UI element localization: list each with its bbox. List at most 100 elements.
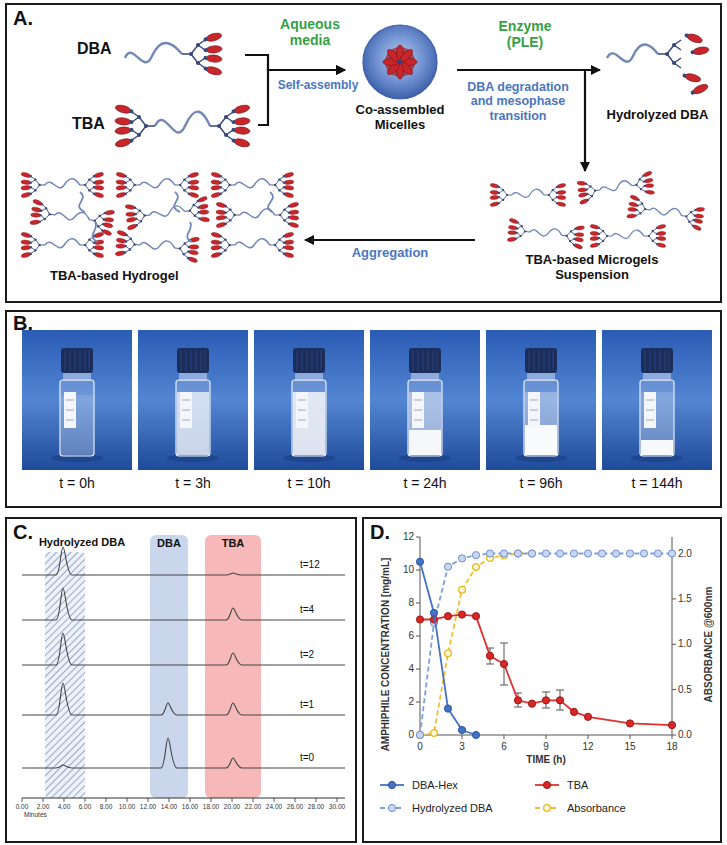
hydrolyzed-dba-molecule	[682, 72, 702, 84]
hydrogel-network	[21, 232, 104, 259]
tick-label: 15	[619, 741, 641, 753]
molecule-label: DBA	[77, 40, 122, 58]
edge-label: Enzyme (PLE)	[488, 18, 563, 50]
tick-label: 6	[493, 741, 515, 753]
kinetics-chart	[420, 615, 672, 726]
chromatogram	[22, 798, 345, 799]
tick-label: 0.00	[11, 803, 33, 811]
dba-molecule	[182, 32, 222, 77]
panel-frame: B.t = 0ht = 3ht = 10ht = 24ht = 96ht = 1…	[5, 310, 722, 508]
tick-label: 2	[392, 696, 414, 708]
vial-photos	[22, 330, 132, 502]
legend-samples	[543, 781, 550, 788]
microgels	[490, 183, 566, 207]
molecule-label: TBA	[72, 115, 117, 133]
step-label: DBA degradation and mesophase transition	[462, 80, 574, 123]
vial-photos	[486, 330, 596, 502]
arrow-connector	[305, 239, 475, 241]
time-label: t = 3h	[138, 475, 248, 491]
tick-label: 12.00	[137, 803, 159, 811]
micelle	[363, 25, 437, 99]
arrow-connector	[245, 55, 345, 70]
molecule-node: Hydrolyzed DBA	[600, 28, 717, 143]
legend-label: Hydrolyzed DBA	[412, 801, 532, 815]
time-label: t = 0h	[22, 475, 132, 491]
tba-molecule	[155, 112, 210, 133]
trace-label: t=4	[300, 604, 340, 616]
species-label: TBA-based Hydrogel	[50, 269, 250, 284]
tick-label: 22.00	[242, 803, 264, 811]
chromatogram	[22, 633, 345, 665]
tick-label: 12	[577, 741, 599, 753]
chromatogram	[22, 535, 345, 802]
tick-label: 14.00	[158, 803, 180, 811]
vial-photos	[22, 330, 712, 502]
vial-photos	[254, 330, 364, 502]
microgels	[507, 218, 585, 250]
vial-photos	[408, 348, 442, 456]
tick-label: 10	[392, 564, 414, 576]
trace-label: t=0	[300, 752, 340, 764]
hydrolyzed-dba-molecule	[658, 40, 681, 68]
kinetics-chart	[420, 554, 532, 736]
time-label: t = 24h	[370, 475, 480, 491]
axis-title: AMPHIPHILE CONCENTRATION [mg/mL]	[379, 537, 392, 772]
vial-photo: t = 0h	[22, 330, 134, 502]
hydrolyzed-dba-molecule	[684, 32, 704, 45]
tick-label: 2.00	[32, 803, 54, 811]
tick-label: 4.00	[53, 803, 75, 811]
kinetics-chart	[416, 537, 676, 739]
tick-label: 0.0	[678, 729, 702, 741]
tick-label: 0	[392, 729, 414, 741]
vial-photos	[602, 330, 712, 502]
time-label: t = 96h	[486, 475, 596, 491]
chromatogram	[22, 683, 345, 715]
micelle	[396, 48, 414, 66]
chromatogram	[45, 552, 85, 798]
tba-molecule	[210, 104, 250, 149]
tick-label: 3	[451, 741, 473, 753]
vial-photos	[138, 330, 248, 502]
hydrogel-network	[29, 198, 115, 236]
axis-title: Minutes	[24, 811, 64, 819]
tick-label: 6.00	[74, 803, 96, 811]
dba-molecule	[125, 32, 222, 77]
kinetics-chart	[380, 537, 676, 812]
micelle	[363, 25, 437, 99]
legend-samples	[544, 805, 551, 812]
tick-label: 20.00	[221, 803, 243, 811]
molecule-node: TBA	[70, 91, 258, 161]
species-label: Hydrolyzed DBA	[600, 108, 715, 123]
tick-label: 0	[409, 741, 431, 753]
edge-label: Aggregation	[335, 246, 445, 261]
panel-frame: D.	[362, 517, 722, 843]
tick-label: 2.0	[678, 548, 702, 560]
hydrogel-network	[216, 202, 299, 229]
peak-label: Hydrolyzed DBA	[36, 536, 128, 549]
tick-label: 8.00	[95, 803, 117, 811]
kinetics-chart	[420, 562, 476, 735]
hydrolyzed-dba-molecule	[689, 82, 709, 96]
panel-letter: B.	[13, 312, 53, 335]
tick-label: 10.00	[116, 803, 138, 811]
chromatogram	[22, 588, 345, 620]
tick-label: 0.5	[678, 684, 702, 696]
vial-photos	[640, 348, 674, 456]
vial-photos	[292, 348, 326, 456]
hydrogel-network	[124, 196, 210, 231]
trace-label: t=12	[300, 559, 340, 571]
microgels	[576, 170, 655, 205]
panel-letter: A.	[13, 7, 53, 30]
tick-label: 26.00	[284, 803, 306, 811]
vial-photos	[524, 348, 558, 456]
micelle-node: Co-assembled Micelles	[345, 23, 457, 141]
vial-photo: t = 10h	[254, 330, 366, 502]
tick-label: 16.00	[179, 803, 201, 811]
axis-title: TIME (h)	[506, 753, 586, 766]
tick-label: 12	[392, 531, 414, 543]
hydrogel-network	[116, 172, 199, 199]
trace-label: t=2	[300, 649, 340, 661]
tick-label: 9	[535, 741, 557, 753]
legend-label: TBA	[567, 778, 687, 792]
chromatogram	[22, 547, 345, 768]
